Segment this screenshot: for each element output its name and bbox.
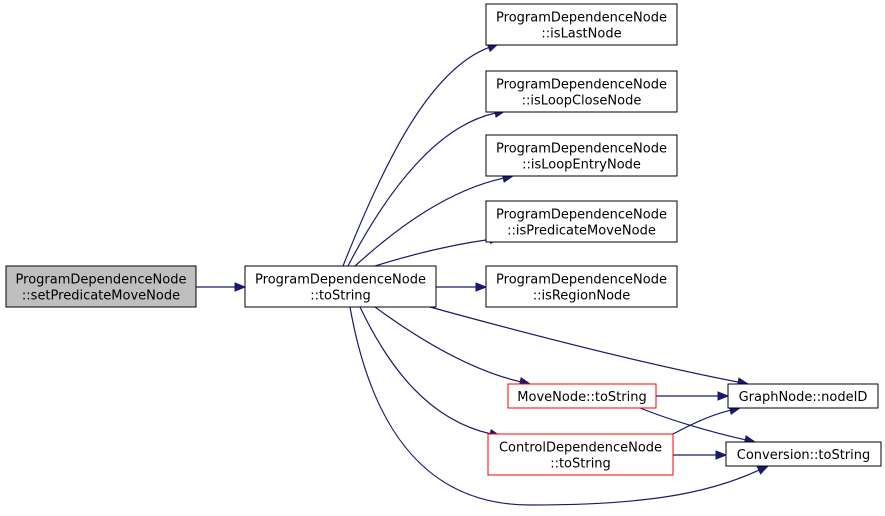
node-label-line: ProgramDependenceNode: [496, 11, 667, 26]
node-label-line: ProgramDependenceNode: [496, 142, 667, 157]
node-label-line: GraphNode::nodeID: [739, 390, 868, 405]
edge-n1-n7: [374, 306, 532, 387]
node-label-line: ProgramDependenceNode: [16, 273, 187, 288]
edge-line: [347, 112, 496, 267]
node-label-line: ProgramDependenceNode: [255, 273, 426, 288]
node-label-line: ::isLastNode: [541, 27, 621, 42]
graph-node-n4[interactable]: ProgramDependenceNode::isLoopEntryNode: [485, 134, 678, 177]
edge-line: [359, 306, 491, 435]
arrow-head-icon: [715, 450, 728, 460]
graph-node-n0[interactable]: ProgramDependenceNode::setPredicateMoveN…: [5, 265, 197, 308]
edge-line: [354, 177, 504, 267]
edge-n1-n8: [429, 306, 750, 387]
arrow-head-icon: [234, 282, 247, 292]
node-label-line: ProgramDependenceNode: [496, 208, 667, 223]
arrow-head-icon: [475, 282, 488, 292]
edge-line: [672, 409, 731, 435]
graph-node-n2[interactable]: ProgramDependenceNode::isLastNode: [485, 3, 678, 46]
edge-n1-n9: [359, 306, 502, 439]
edge-n1-n5: [374, 234, 502, 267]
graph-node-n8[interactable]: GraphNode::nodeID: [727, 383, 879, 409]
edge-n1-n3: [347, 108, 507, 267]
node-label-line: ProgramDependenceNode: [496, 78, 667, 93]
node-box: [485, 3, 678, 46]
edge-line: [374, 306, 521, 383]
node-box: [485, 265, 678, 308]
edge-n9-n10: [672, 450, 728, 460]
node-label-line: MoveNode::toString: [517, 390, 646, 405]
node-box: [485, 200, 678, 243]
node-label-line: ::isPredicateMoveNode: [507, 224, 656, 239]
node-label-line: ProgramDependenceNode: [496, 273, 667, 288]
edge-line: [374, 238, 491, 267]
edge-n0-n1: [196, 282, 247, 292]
edge-line: [342, 47, 489, 267]
edge-line: [349, 306, 760, 506]
graph-node-n7[interactable]: MoveNode::toString: [507, 383, 657, 409]
graph-node-n10[interactable]: Conversion::toString: [725, 441, 882, 467]
edge-n7-n8: [655, 391, 730, 401]
graph-node-n3[interactable]: ProgramDependenceNode::isLoopCloseNode: [485, 70, 678, 113]
node-box: [725, 441, 882, 467]
graph-node-n9[interactable]: ControlDependenceNode::toString: [487, 433, 674, 476]
node-box: [487, 433, 674, 476]
nodes-layer: ProgramDependenceNode::setPredicateMoveN…: [5, 3, 882, 476]
node-box: [244, 265, 437, 308]
edge-line: [429, 306, 739, 383]
node-box: [5, 265, 197, 308]
graph-node-n1[interactable]: ProgramDependenceNode::toString: [244, 265, 437, 308]
node-box: [485, 70, 678, 113]
arrow-head-icon: [756, 465, 770, 475]
graph-node-n6[interactable]: ProgramDependenceNode::isRegionNode: [485, 265, 678, 308]
node-label-line: ::isRegionNode: [533, 289, 631, 304]
node-label-line: ::toString: [550, 457, 611, 472]
node-box: [727, 383, 879, 409]
node-label-line: ::isLoopCloseNode: [522, 94, 642, 109]
node-label-line: ::isLoopEntryNode: [522, 158, 641, 173]
node-box: [485, 134, 678, 177]
node-box: [507, 383, 657, 409]
node-label-line: ::setPredicateMoveNode: [22, 289, 180, 304]
node-label-line: Conversion::toString: [737, 448, 871, 463]
arrow-head-icon: [717, 391, 730, 401]
edge-n1-n6: [436, 282, 488, 292]
graph-node-n5[interactable]: ProgramDependenceNode::isPredicateMoveNo…: [485, 200, 678, 243]
node-label-line: ::toString: [310, 289, 371, 304]
node-label-line: ControlDependenceNode: [499, 441, 662, 456]
